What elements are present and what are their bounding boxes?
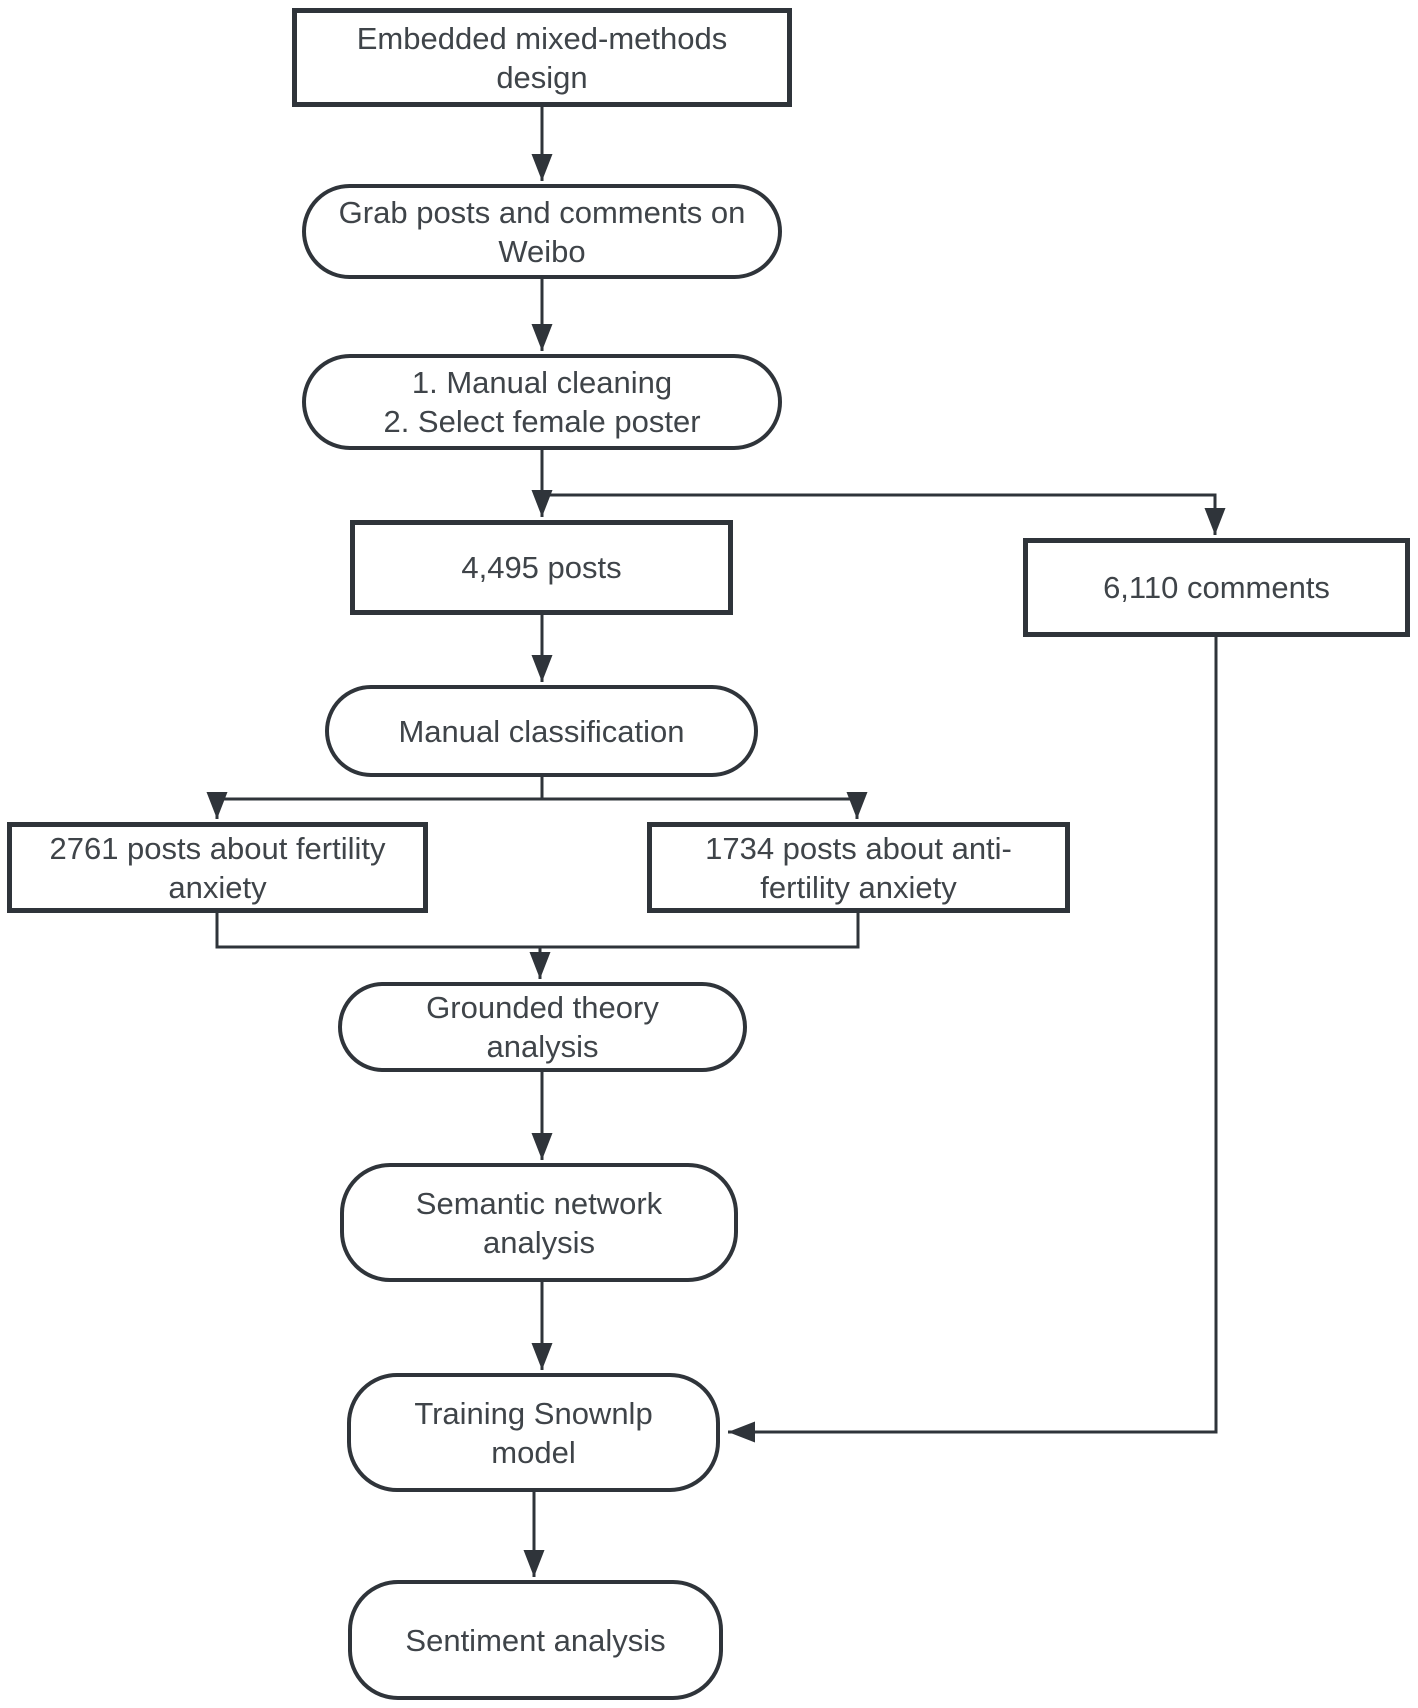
node-manual-classification: Manual classification	[325, 685, 758, 777]
edge-clean-comments	[542, 493, 1226, 535]
node-label-line: fertility anxiety	[760, 869, 957, 905]
node-4495-posts: 4,495 posts	[350, 520, 733, 615]
node-embedded-mixed-methods-design: Embedded mixed-methods design	[292, 8, 792, 107]
node-label-line: Sentiment analysis	[405, 1622, 666, 1658]
node-label-line: 1. Manual cleaning	[411, 365, 673, 400]
node-fertility-anxiety-posts: 2761 posts about fertility anxiety	[7, 822, 428, 913]
node-label-line: 2761 posts about fertility	[49, 830, 386, 866]
node-label-line: model	[491, 1434, 576, 1470]
node-label-line: analysis	[486, 1029, 599, 1064]
node-sentiment-analysis: Sentiment analysis	[348, 1580, 723, 1700]
node-label-line: design	[496, 59, 588, 95]
node-label-line: Embedded mixed-methods	[356, 20, 728, 56]
node-label-line: 6,110 comments	[1103, 570, 1330, 605]
node-label-line: 2. Select female poster	[383, 404, 701, 439]
node-label-line: Grab posts and comments on	[338, 194, 746, 230]
node-label-line: 4,495 posts	[461, 550, 622, 585]
node-anti-fertility-anxiety-posts: 1734 posts about anti- fertility anxiety	[647, 822, 1070, 913]
node-label-line: Weibo	[498, 233, 586, 269]
node-label-line: Semantic network	[415, 1185, 663, 1221]
edge-merge-bar	[215, 913, 860, 949]
node-label-line: Grounded theory	[426, 990, 659, 1025]
node-label-line: Manual classification	[398, 713, 685, 749]
node-label-line: 1734 posts about anti-	[705, 830, 1012, 866]
node-6110-comments: 6,110 comments	[1023, 538, 1410, 637]
node-semantic-network-analysis: Semantic network analysis	[340, 1163, 738, 1282]
node-label-line: anxiety	[168, 869, 267, 905]
edge-comments-training	[728, 637, 1218, 1443]
node-grounded-theory-analysis: Grounded theory analysis	[338, 982, 747, 1072]
node-label-line: analysis	[483, 1224, 595, 1260]
node-label-line: Training Snownlp	[414, 1395, 653, 1431]
node-training-snownlp-model: Training Snownlp model	[347, 1373, 720, 1492]
node-grab-posts-weibo: Grab posts and comments on Weibo	[302, 184, 782, 279]
node-manual-cleaning-select-female: 1. Manual cleaning 2. Select female post…	[302, 354, 782, 450]
